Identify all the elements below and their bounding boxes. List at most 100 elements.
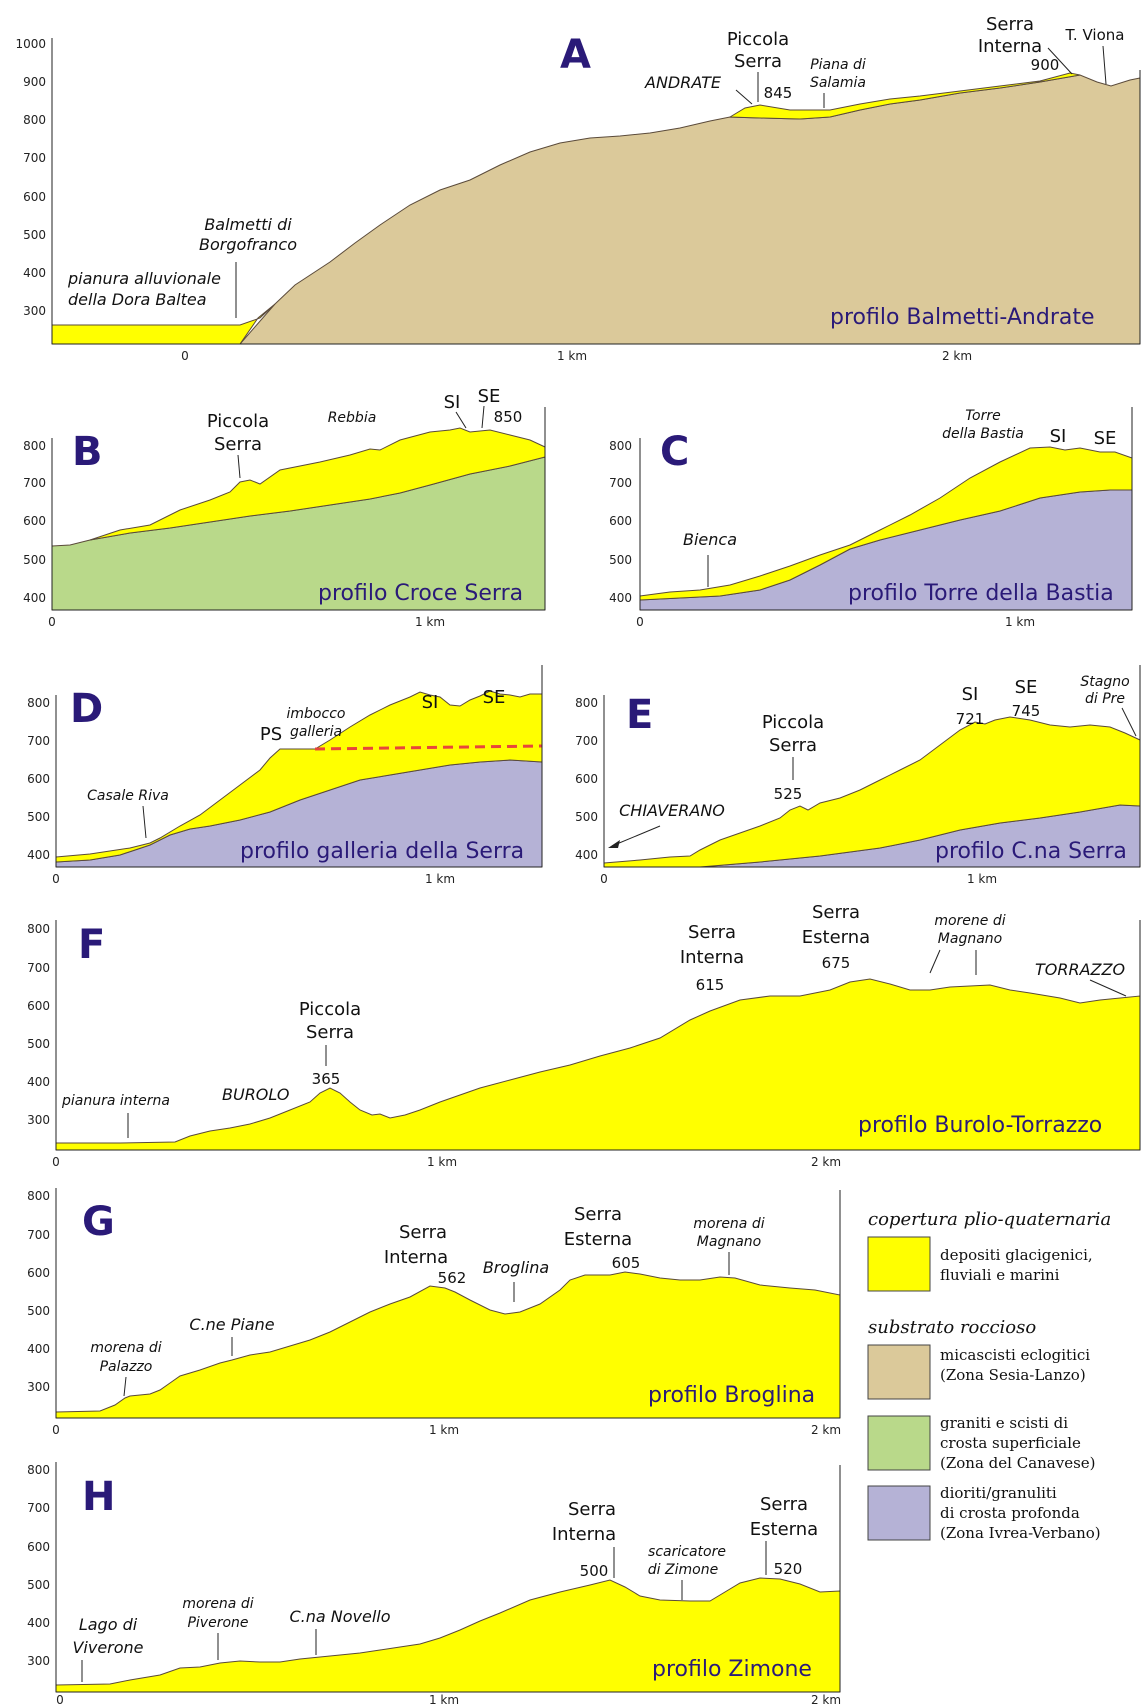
legend-swatch-green (867, 1415, 931, 1471)
xtick: 0 (52, 1155, 60, 1169)
legend-item: dioriti/granuliti (940, 1484, 1057, 1502)
label: Serra (734, 51, 782, 72)
label: Esterna (802, 927, 870, 948)
ytick: 800 (27, 922, 50, 936)
label: della Dora Baltea (68, 290, 207, 309)
label: Bienca (683, 530, 737, 549)
panel-e-letter: E (626, 692, 653, 738)
label: Piverone (187, 1615, 248, 1631)
label: SI (1050, 426, 1067, 447)
label: di Pre (1085, 691, 1125, 707)
ytick: 600 (575, 772, 598, 786)
panel-f-name: profilo Burolo-Torrazzo (858, 1113, 1102, 1138)
ytick: 700 (27, 961, 50, 975)
xtick: 1 km (427, 1155, 457, 1169)
ytick: 700 (609, 476, 632, 490)
ytick: 700 (575, 734, 598, 748)
label: SE (483, 687, 506, 708)
panel-a-substrate (238, 74, 1141, 345)
label: Salamia (810, 75, 866, 91)
panel-g-letter: G (82, 1199, 115, 1245)
label: 900 (1031, 56, 1060, 74)
panel-a-yticks: 1000 900 800 700 600 500 400 300 (15, 37, 46, 318)
ytick: 800 (23, 439, 46, 453)
xtick: 0 (600, 872, 608, 886)
label: SE (478, 386, 501, 407)
label: 500 (580, 1562, 609, 1580)
label: di Zimone (648, 1562, 718, 1578)
panel-b-name: profilo Croce Serra (318, 581, 523, 606)
panel-c-cover (639, 446, 1133, 601)
legend-swatch-yellow (867, 1236, 931, 1292)
label: Esterna (750, 1519, 818, 1540)
xtick: 0 (636, 615, 644, 629)
panel-b: B profilo Croce Serra 800 700 600 500 40… (23, 386, 546, 629)
label: SI (444, 392, 461, 413)
label: Serra (769, 735, 817, 756)
xtick: 0 (52, 872, 60, 886)
ytick: 300 (23, 304, 46, 318)
xtick: 1 km (415, 615, 445, 629)
ytick: 1000 (15, 37, 46, 51)
ytick: 500 (27, 1304, 50, 1318)
label: Serra (306, 1022, 354, 1043)
ytick: 600 (27, 1540, 50, 1554)
ytick: 700 (23, 476, 46, 490)
ytick: 400 (27, 848, 50, 862)
ytick: 700 (27, 734, 50, 748)
xtick: 1 km (429, 1423, 459, 1437)
panel-h-name: profilo Zimone (652, 1657, 812, 1682)
legend-swatch-tan (867, 1344, 931, 1400)
panel-c-letter: C (660, 429, 689, 475)
ytick: 400 (609, 591, 632, 605)
ytick: 800 (27, 1463, 50, 1477)
ytick: 300 (27, 1380, 50, 1394)
label: della Bastia (942, 426, 1024, 442)
panel-h-cover (55, 1577, 841, 1693)
label: Borgofranco (199, 235, 297, 254)
xtick: 2 km (942, 349, 972, 363)
panel-a: A profilo Balmetti-Andrate 1000 900 800 … (15, 14, 1141, 363)
label: pianura interna (61, 1093, 170, 1109)
label: 721 (956, 710, 985, 728)
label: ANDRATE (644, 73, 722, 92)
panel-e: E profilo C.na Serra 800 700 600 500 400… (575, 665, 1141, 886)
label: Viverone (72, 1638, 143, 1657)
label: 525 (774, 785, 803, 803)
label: Interna (680, 947, 744, 968)
label: morena di (693, 1216, 764, 1232)
ytick: 600 (23, 190, 46, 204)
ytick: 700 (27, 1228, 50, 1242)
xtick: 2 km (811, 1423, 841, 1437)
ytick: 400 (27, 1616, 50, 1630)
ytick: 800 (23, 113, 46, 127)
legend-item: di crosta profonda (940, 1504, 1080, 1522)
xtick: 0 (181, 349, 189, 363)
panel-a-name: profilo Balmetti-Andrate (830, 305, 1095, 330)
panel-d-name: profilo galleria della Serra (240, 839, 524, 864)
legend-cover-title: copertura plio-quaternaria (868, 1209, 1111, 1230)
label: Piana di (810, 57, 866, 73)
ytick: 500 (575, 810, 598, 824)
legend-item: depositi glacigenici, (940, 1246, 1093, 1264)
label: morene di (934, 913, 1005, 929)
label: galleria (290, 724, 342, 740)
legend-item: fluviali e marini (940, 1266, 1060, 1284)
legend: copertura plio-quaternaria depositi glac… (867, 1209, 1111, 1542)
label: Serra (986, 14, 1034, 35)
ytick: 800 (609, 439, 632, 453)
ytick: 600 (27, 999, 50, 1013)
panel-f: F profilo Burolo-Torrazzo 800 700 600 50… (27, 902, 1141, 1169)
panel-d-cover (55, 690, 543, 863)
legend-item: (Zona del Canavese) (940, 1454, 1096, 1472)
label: 562 (438, 1269, 467, 1287)
label: Lago di (79, 1615, 138, 1634)
label: SE (1094, 428, 1117, 449)
label: pianura alluvionale (67, 269, 221, 288)
label: BUROLO (222, 1085, 289, 1104)
label: imbocco (287, 706, 346, 722)
label: Serra (214, 434, 262, 455)
label: Rebbia (328, 410, 377, 426)
panel-d: D profilo galleria della Serra 800 700 6… (27, 665, 543, 886)
panel-b-cover (89, 427, 546, 541)
